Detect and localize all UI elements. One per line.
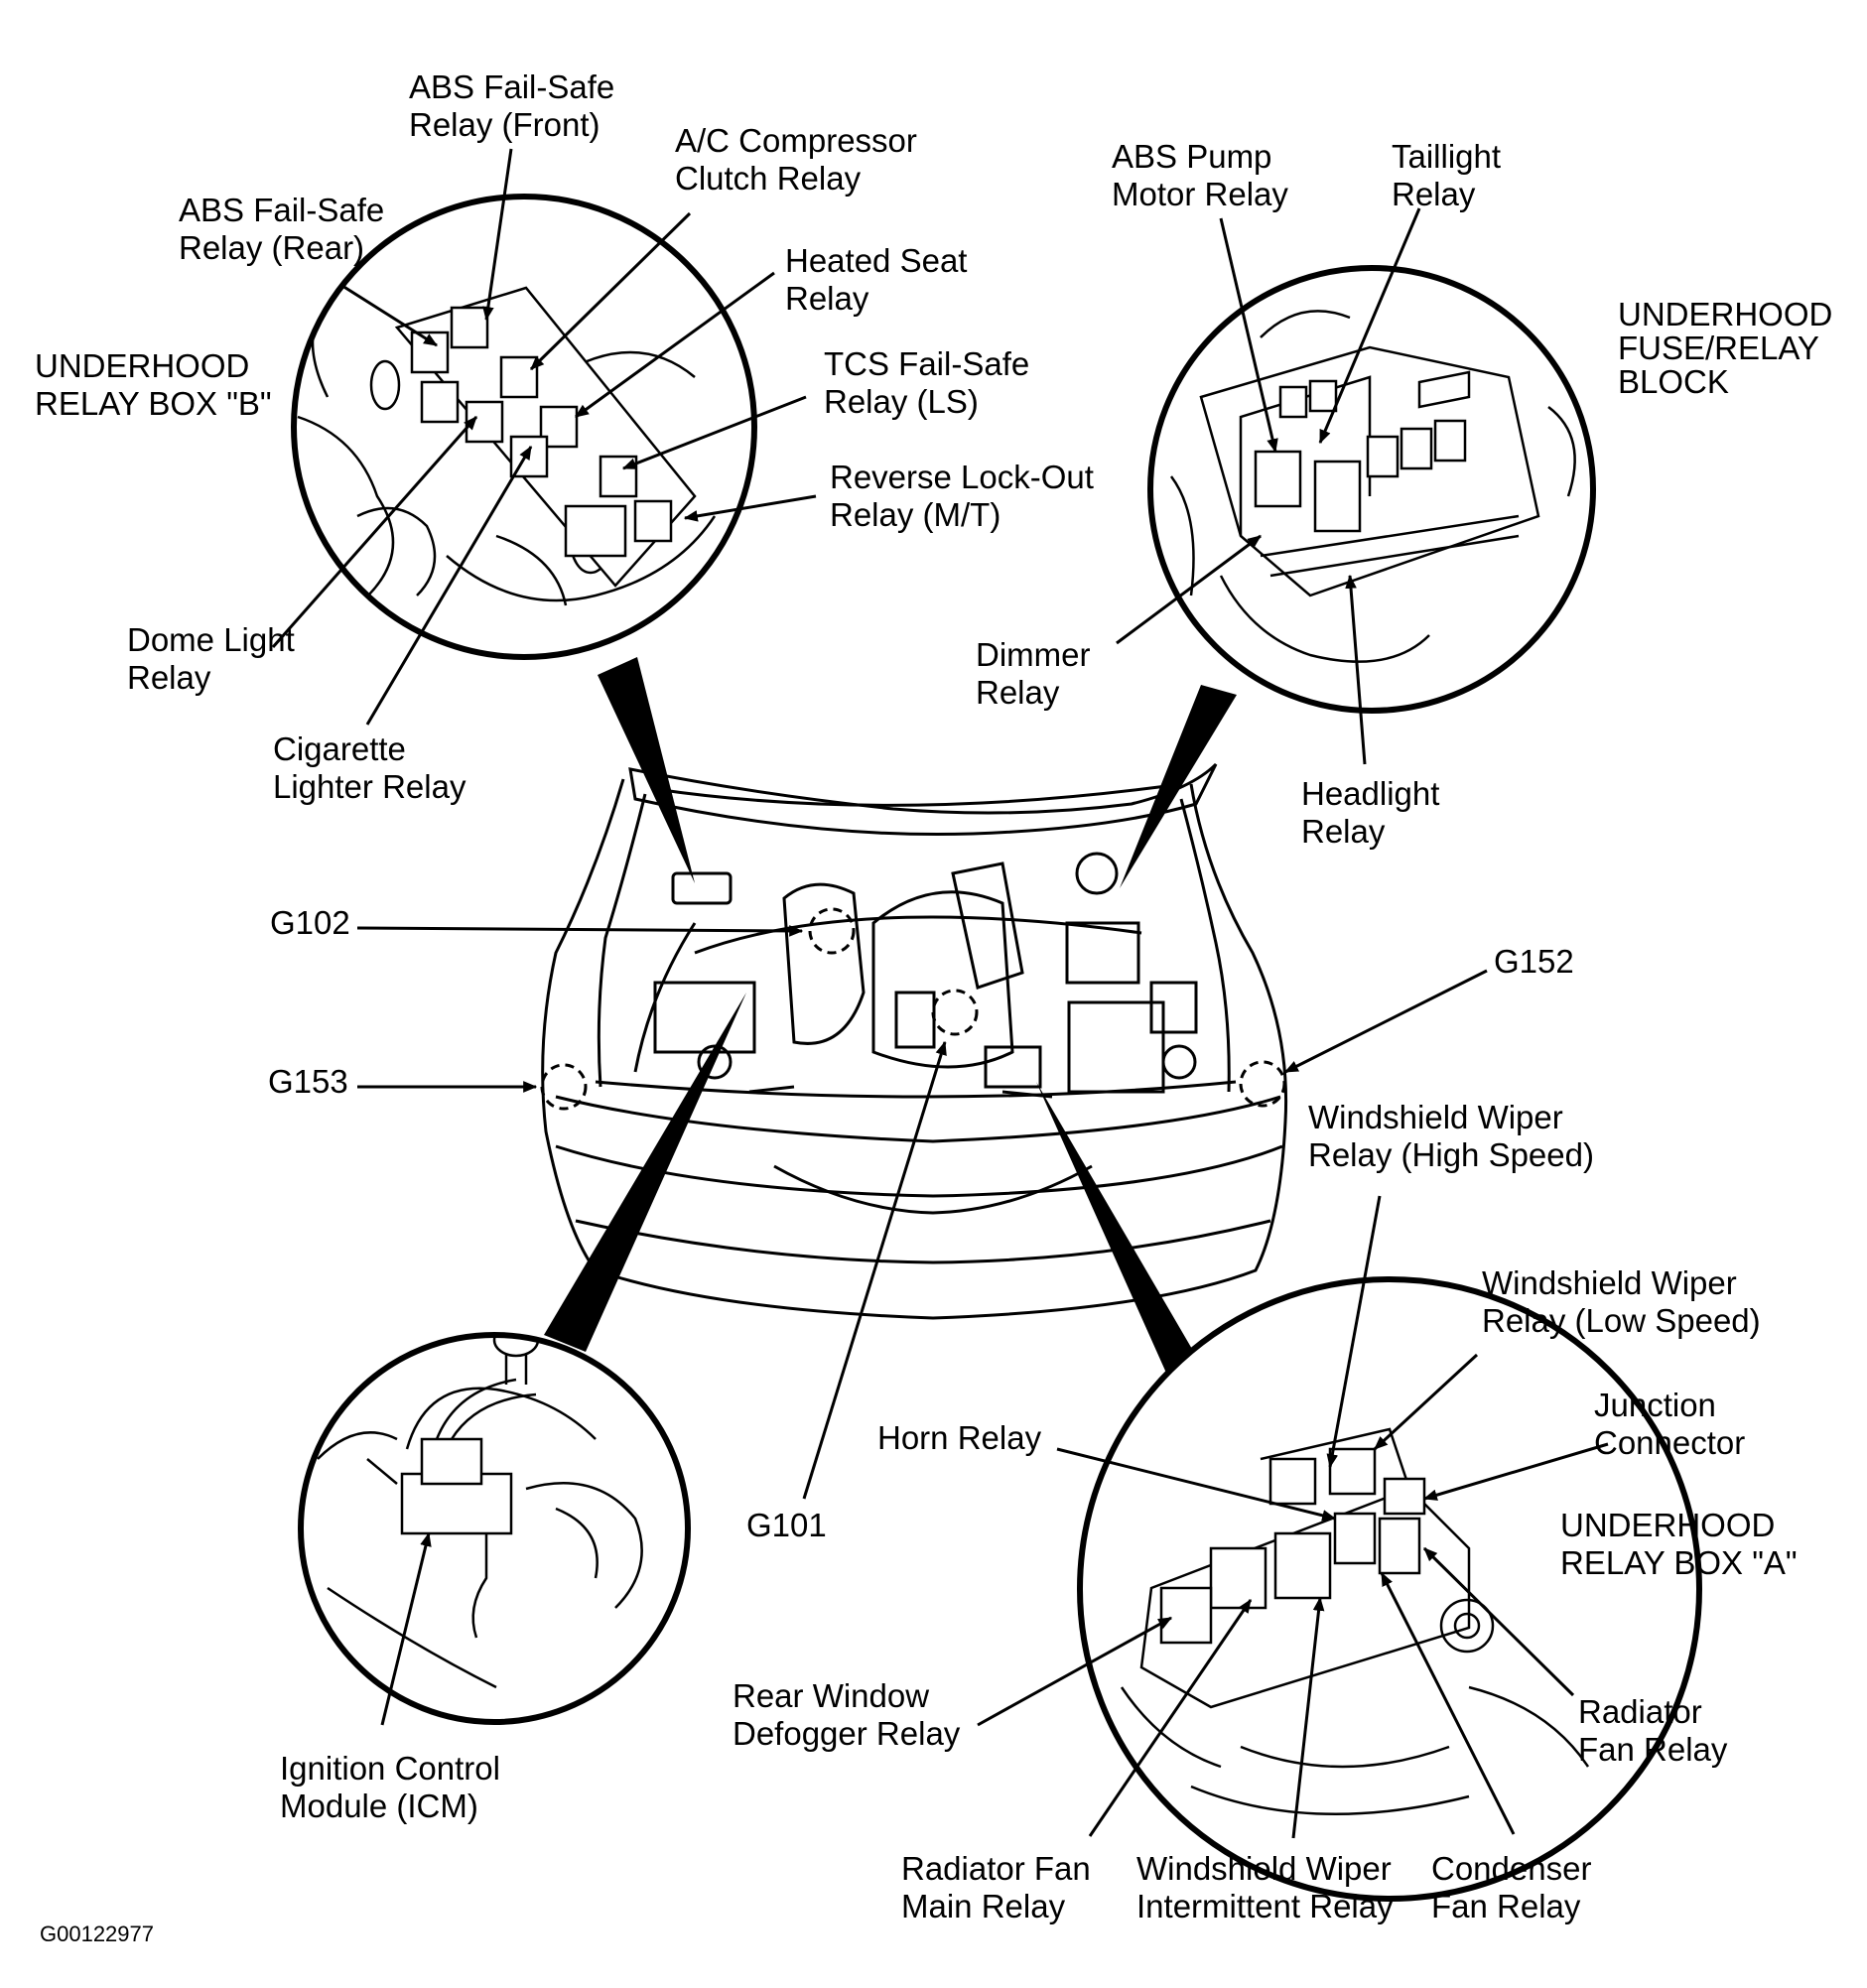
label-relay-box-b: UNDERHOOD RELAY BOX "B" — [35, 347, 272, 422]
leader-horn — [1056, 1447, 1337, 1522]
label-condenser-fan: Condenser Fan Relay — [1431, 1850, 1592, 1924]
leader-wiper-low — [1373, 1353, 1479, 1451]
label-fuse-relay-block: UNDERHOOD FUSE/RELAY BLOCK — [1618, 296, 1833, 400]
label-wiper-high: Windshield Wiper Relay (High Speed) — [1308, 1099, 1594, 1173]
label-icm: Ignition Control Module (ICM) — [280, 1750, 500, 1824]
label-rear-defogger: Rear Window Defogger Relay — [733, 1677, 961, 1752]
label-g152: G152 — [1494, 943, 1574, 980]
leader-abs-failsafe-front — [482, 148, 513, 322]
leader-radiator-fan-main — [1088, 1599, 1253, 1837]
label-abs-failsafe-front: ABS Fail-Safe Relay (Front) — [409, 68, 615, 143]
leader-radiator-fan — [1422, 1546, 1575, 1697]
label-g153: G153 — [268, 1063, 348, 1100]
icm-detail — [298, 1332, 691, 1725]
leader-reverse-lockout — [683, 494, 817, 522]
leader-g152 — [1283, 969, 1488, 1074]
leader-rear-defogger — [977, 1616, 1173, 1727]
label-dimmer: Dimmer Relay — [976, 636, 1091, 711]
label-relay-box-a: UNDERHOOD RELAY BOX "A" — [1560, 1507, 1798, 1581]
leader-ac-compressor — [529, 211, 692, 371]
leader-taillight — [1318, 207, 1421, 445]
leader-icm — [380, 1531, 432, 1726]
callout-wedges — [544, 657, 1237, 1380]
label-horn: Horn Relay — [877, 1419, 1042, 1456]
label-ac-compressor: A/C Compressor Clutch Relay — [675, 122, 917, 197]
fuse-relay-block-detail — [1147, 265, 1596, 714]
label-reverse-lockout: Reverse Lock-Out Relay (M/T) — [830, 459, 1094, 533]
g152-point — [1239, 1060, 1286, 1108]
label-wiper-low: Windshield Wiper Relay (Low Speed) — [1482, 1264, 1761, 1339]
leader-wiper-high — [1326, 1195, 1382, 1469]
label-taillight: Taillight Relay — [1392, 138, 1502, 212]
leader-heated-seat — [575, 271, 775, 419]
leader-lines — [271, 148, 1609, 1839]
label-radiator-fan: Radiator Fan Relay — [1578, 1693, 1728, 1768]
g101-point — [931, 989, 979, 1036]
car-front-outline — [541, 762, 1288, 1320]
leader-abs-failsafe-rear — [341, 284, 438, 347]
relay-box-b-detail — [291, 194, 757, 660]
label-tcs-failsafe: TCS Fail-Safe Relay (LS) — [824, 345, 1030, 420]
ground-point-markers — [540, 907, 1286, 1111]
label-g101: G101 — [746, 1507, 827, 1543]
leader-condenser-fan — [1380, 1571, 1516, 1835]
leader-dome-light — [271, 416, 478, 648]
label-radiator-fan-main: Radiator Fan Main Relay — [901, 1850, 1091, 1924]
leader-dimmer — [1116, 534, 1262, 645]
leader-junction — [1422, 1442, 1609, 1501]
leader-abs-pump — [1219, 217, 1278, 454]
g153-point — [540, 1063, 588, 1111]
leader-tcs-failsafe — [621, 395, 807, 470]
label-abs-failsafe-rear: ABS Fail-Safe Relay (Rear) — [179, 192, 385, 266]
label-wiper-intermittent: Windshield Wiper Intermittent Relay — [1136, 1850, 1394, 1924]
g102-point — [808, 907, 856, 955]
label-g102: G102 — [270, 904, 350, 941]
label-headlight: Headlight Relay — [1301, 775, 1440, 850]
leader-g101 — [802, 1040, 947, 1500]
leader-g102 — [356, 925, 804, 937]
label-cigarette-lighter: Cigarette Lighter Relay — [273, 730, 467, 805]
leader-wiper-intermittent — [1291, 1596, 1325, 1839]
label-junction: Junction Connector — [1594, 1387, 1746, 1461]
figure-id: G00122977 — [40, 1922, 154, 1946]
leader-cigarette-lighter — [365, 445, 533, 726]
label-abs-pump: ABS Pump Motor Relay — [1112, 138, 1288, 212]
label-dome-light: Dome Light Relay — [127, 621, 295, 696]
label-heated-seat: Heated Seat Relay — [785, 242, 968, 317]
leader-headlight — [1345, 574, 1367, 765]
